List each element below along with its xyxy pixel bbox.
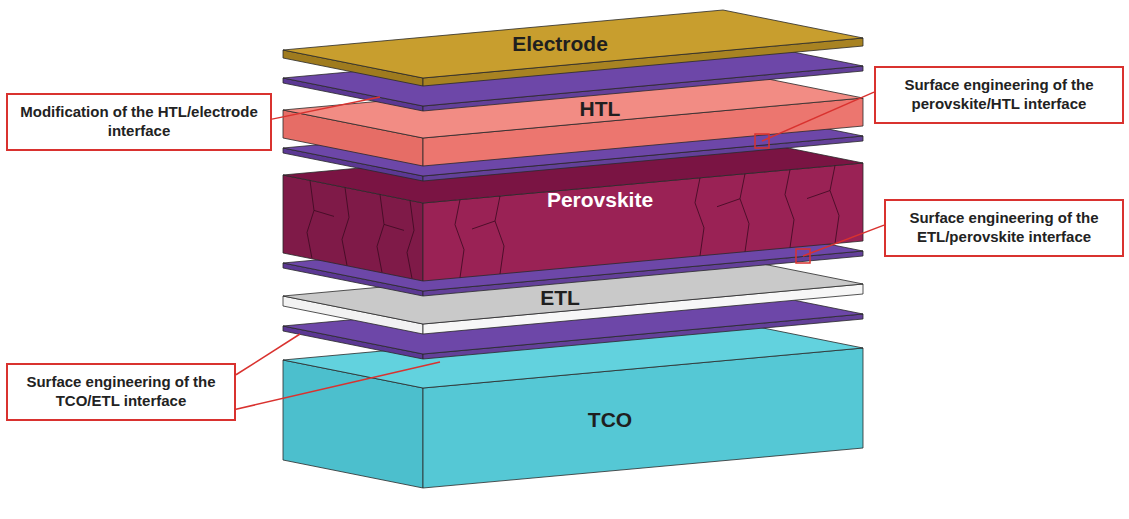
callout-text: Modification of the HTL/electrode interf… bbox=[18, 103, 260, 141]
callout-text: Surface engineering of the ETL/perovskit… bbox=[896, 209, 1112, 247]
layer-name: HTL bbox=[580, 97, 621, 121]
callout-text: Surface engineering of the perovskite/HT… bbox=[886, 76, 1112, 114]
layer-label: ETL bbox=[540, 286, 580, 310]
leader-lines bbox=[236, 92, 884, 409]
layer-label: Perovskite bbox=[547, 188, 653, 212]
layer-label: TCO bbox=[588, 408, 632, 432]
marker-square bbox=[755, 134, 769, 148]
layer-name: TCO bbox=[588, 408, 632, 432]
layer-name: ETL bbox=[540, 286, 580, 310]
slab-face bbox=[283, 10, 863, 78]
grain-boundaries bbox=[307, 166, 839, 279]
callout-box: Surface engineering of the TCO/ETL inter… bbox=[6, 363, 236, 421]
leader-line bbox=[762, 92, 874, 141]
leader-line bbox=[272, 97, 380, 119]
layer-name: Perovskite bbox=[547, 188, 653, 212]
electrode-slab bbox=[283, 10, 863, 86]
leader-line bbox=[803, 225, 884, 256]
layer-name: Electrode bbox=[512, 32, 608, 56]
callout-box: Modification of the HTL/electrode interf… bbox=[6, 93, 272, 151]
callout-box: Surface engineering of the ETL/perovskit… bbox=[884, 199, 1124, 257]
marker-square bbox=[796, 249, 810, 263]
layer-label: Electrode bbox=[512, 32, 608, 56]
callout-box: Surface engineering of the perovskite/HT… bbox=[874, 66, 1124, 124]
leader-line bbox=[236, 334, 300, 375]
callout-text: Surface engineering of the TCO/ETL inter… bbox=[18, 373, 224, 411]
layer-label: HTL bbox=[580, 97, 621, 121]
leader-line bbox=[236, 362, 440, 409]
